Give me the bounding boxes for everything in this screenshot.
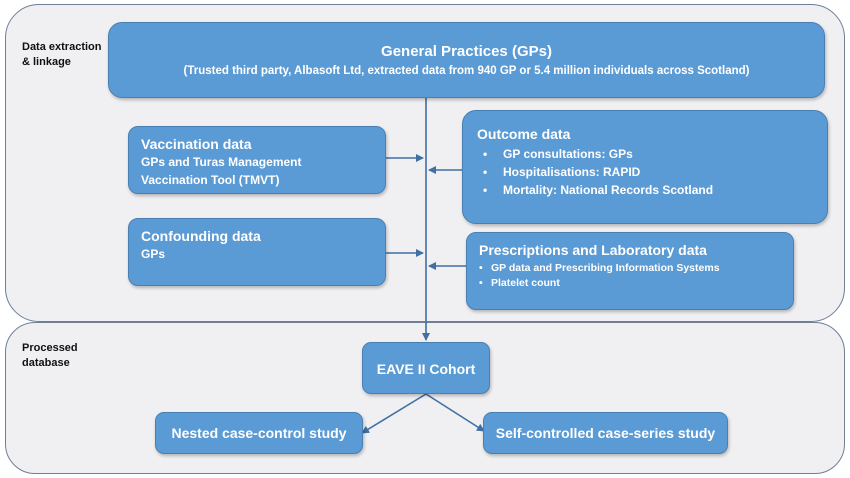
vaccination-source-line-1: GPs and Turas Management (141, 155, 302, 169)
prescriptions-laboratory-box: Prescriptions and Laboratory data GP dat… (466, 232, 794, 310)
confounding-source-line: GPs (141, 247, 166, 261)
list-item: Mortality: National Records Scotland (477, 181, 813, 199)
section-label-processed-database: Processed database (22, 342, 78, 369)
list-item: Hospitalisations: RAPID (477, 163, 813, 181)
vaccination-source-line-2: Vaccination Tool (TMVT) (141, 173, 280, 187)
nested-case-control-label: Nested case-control study (171, 425, 347, 441)
list-item: Platelet count (479, 276, 781, 291)
prescriptions-laboratory-title: Prescriptions and Laboratory data (479, 242, 707, 258)
confounding-data-title: Confounding data (141, 228, 261, 244)
general-practices-title: General Practices (GPs) (381, 43, 552, 60)
confounding-data-box: Confounding data GPs (128, 218, 386, 286)
cohort-to-nested-arrow (361, 393, 427, 434)
general-practices-box: General Practices (GPs) (Trusted third p… (108, 22, 825, 98)
outcome-data-box: Outcome data GP consultations: GPs Hospi… (462, 110, 828, 224)
vaccination-data-box: Vaccination data GPs and Turas Managemen… (128, 126, 386, 194)
self-controlled-case-series-box: Self-controlled case-series study (483, 412, 728, 454)
list-item: GP consultations: GPs (477, 145, 813, 163)
nested-case-control-box: Nested case-control study (155, 412, 363, 454)
general-practices-subtitle: (Trusted third party, Albasoft Ltd, extr… (183, 65, 750, 77)
self-controlled-case-series-label: Self-controlled case-series study (495, 425, 716, 441)
outcome-data-title: Outcome data (477, 126, 571, 142)
eave-cohort-box: EAVE II Cohort (362, 342, 490, 394)
section-label-data-extraction: Data extraction & linkage (22, 41, 102, 68)
prescriptions-laboratory-list: GP data and Prescribing Information Syst… (479, 261, 781, 291)
vaccination-data-title: Vaccination data (141, 136, 252, 152)
cohort-to-self-controlled-arrow (425, 393, 485, 432)
list-item: GP data and Prescribing Information Syst… (479, 261, 781, 276)
eave-cohort-label: EAVE II Cohort (376, 361, 476, 377)
outcome-data-list: GP consultations: GPs Hospitalisations: … (477, 145, 813, 199)
